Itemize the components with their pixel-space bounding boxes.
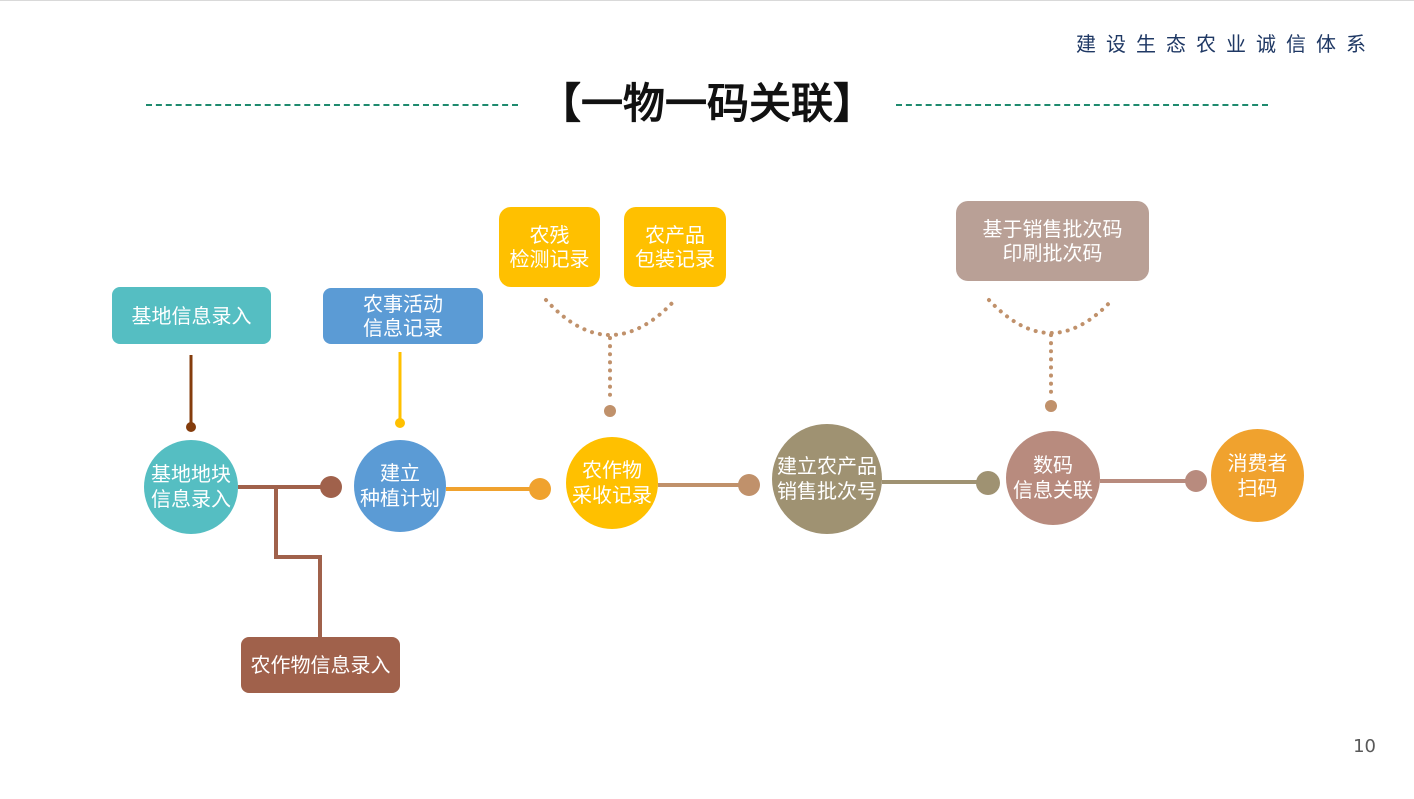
connector-dot-5	[1185, 470, 1207, 492]
box-batch-print: 基于销售批次码 印刷批次码	[956, 201, 1149, 281]
box-packaging-record: 农产品 包装记录	[624, 207, 726, 287]
box-residue-record: 农残 检测记录	[499, 207, 600, 287]
connector-crop-info	[274, 487, 322, 637]
page-title: 【一物一码关联】	[538, 79, 875, 128]
node-sales-batch: 建立农产品 销售批次号	[772, 424, 882, 534]
node-base-plot: 基地地块 信息录入	[144, 440, 238, 534]
title-divider-left	[146, 104, 518, 106]
node-harvest-record: 农作物 采收记录	[566, 437, 658, 529]
top-border-line	[0, 0, 1414, 1]
header-slogan: 建设生态农业诚信体系	[1076, 32, 1376, 56]
connector-farming-record-dot	[395, 418, 405, 428]
connector-dot-1	[320, 476, 342, 498]
connector-base-info-dot	[186, 422, 196, 432]
node-digital-link: 数码 信息关联	[1006, 431, 1100, 525]
box-crop-info: 农作物信息录入	[241, 637, 400, 693]
node-consumer-scan: 消费者 扫码	[1211, 429, 1304, 522]
connector-dot-4	[976, 471, 1000, 495]
dotted-arc-batch	[987, 298, 1114, 335]
box-farming-record: 农事活动 信息记录	[323, 288, 483, 344]
dotted-arc-harvest	[544, 298, 677, 337]
dotted-stem-batch-dot	[1045, 400, 1057, 412]
connector-dot-3	[738, 474, 760, 496]
dotted-stem-harvest-dot	[604, 405, 616, 417]
node-planting-plan: 建立 种植计划	[354, 440, 446, 532]
box-base-info: 基地信息录入	[112, 287, 271, 344]
connector-dot-2	[529, 478, 551, 500]
page-number: 10	[1353, 736, 1376, 757]
title-divider-right	[896, 104, 1268, 106]
